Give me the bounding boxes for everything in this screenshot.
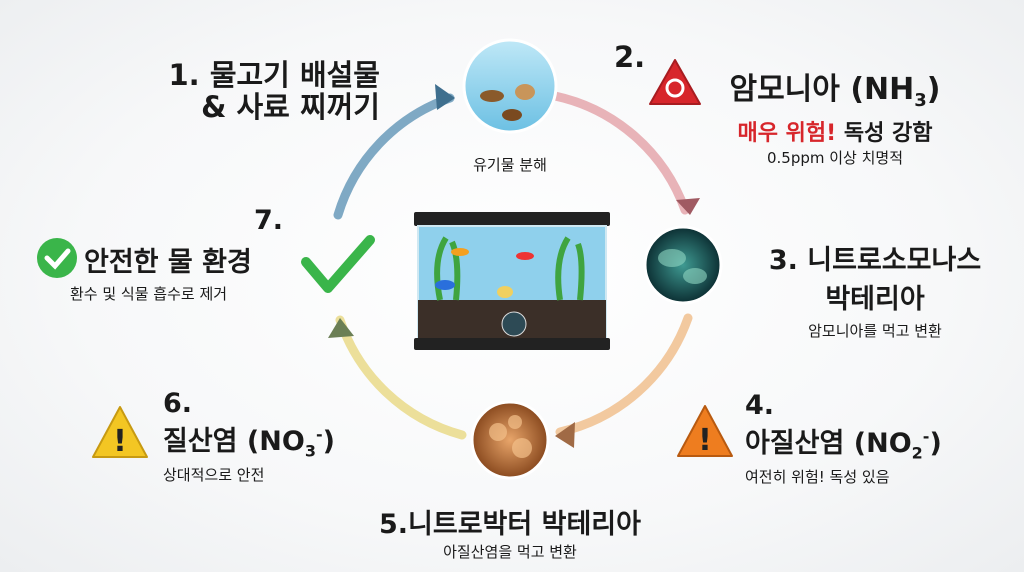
step-1-number: 1.: [168, 58, 200, 92]
nitrobacter-bacteria-image: [470, 400, 550, 480]
step-1-title-2: & 사료 찌꺼기: [201, 89, 380, 124]
step-2-number: 2.: [614, 40, 646, 74]
step-6-end: ): [322, 426, 335, 457]
ring-segment-left-top: [333, 93, 455, 220]
step-4-label: 4. 아질산염 (NO2-) 여전히 위험! 독성 있음: [745, 390, 942, 487]
step-5-label: 5.니트로박터 박테리아 아질산염을 먹고 변환: [350, 502, 670, 562]
step-4-end: ): [929, 428, 942, 459]
step-2-title: 암모니아 (NH: [729, 72, 915, 107]
step-6-note: 상대적으로 안전: [163, 466, 265, 485]
warning-orange-icon: [677, 405, 733, 457]
step-7-label: 안전한 물 환경 환수 및 식물 흡수로 제거: [70, 240, 252, 304]
step-3-label: 3. 니트로소모나스 박테리아 암모니아를 먹고 변환: [760, 238, 990, 341]
step-5-note: 아질산염을 먹고 변환: [443, 543, 577, 561]
step-2-label: 암모니아 (NH3) 매우 위험! 독성 강함 0.5ppm 이상 치명적: [715, 64, 955, 168]
step-6-title: 질산염 (NO: [163, 426, 305, 457]
svg-text:!: !: [113, 424, 127, 459]
step-3-title: 니트로소모나스: [807, 245, 982, 276]
ring-segment-right-bottom: [555, 313, 693, 437]
step-4-sub: 2: [911, 443, 923, 463]
step-2-danger: 매우 위험!: [737, 121, 837, 146]
step-3-title-2: 박테리아: [825, 284, 925, 315]
step-4-note: 여전히 위험! 독성 있음: [745, 468, 890, 487]
step-1-label: 1. 물고기 배설물 & 사료 찌꺼기: [130, 58, 381, 124]
arrow-2: [676, 198, 700, 215]
aquarium-image: [414, 212, 610, 350]
svg-text:!: !: [698, 423, 712, 458]
step-7-number: 7.: [254, 205, 284, 236]
step-1-title: 물고기 배설물: [209, 58, 380, 92]
step-4-sup: -: [922, 427, 930, 446]
ring-segment-top-right: [550, 91, 690, 215]
step-5-number: 5.: [378, 509, 409, 540]
step-5-title: 니트로박터 박테리아: [408, 509, 641, 540]
step-7-note: 환수 및 식물 흡수로 제거: [70, 285, 228, 303]
step-6-number: 6.: [163, 388, 193, 419]
arrow-3: [555, 422, 575, 448]
arrow-4: [328, 318, 354, 338]
check-icon: [37, 238, 77, 278]
step-2-danger-rest: 독성 강함: [836, 121, 933, 146]
nitrosomonas-bacteria-image: [643, 225, 723, 305]
step-2-note: 0.5ppm 이상 치명적: [766, 149, 904, 167]
arrow-1: [435, 84, 455, 110]
biohazard-warning-icon: [649, 59, 701, 105]
step-3-number: 3.: [768, 245, 798, 276]
step-7-title: 안전한 물 환경: [84, 247, 252, 278]
step-6-sup: -: [315, 425, 323, 444]
step-4-number: 4.: [745, 390, 775, 421]
step-4-title: 아질산염 (NO: [745, 428, 912, 459]
organic-decomposition-image: [462, 38, 558, 134]
step-2-sub: 3: [914, 90, 927, 111]
warning-yellow-icon: [92, 406, 148, 458]
top-node-label: 유기물 분해: [473, 156, 547, 174]
step-6-label: 6. 질산염 (NO3-) 상대적으로 안전: [163, 388, 335, 485]
step-2-end: ): [926, 72, 941, 107]
big-check-icon: [301, 235, 375, 293]
ring-segment-bottom-left: [335, 315, 467, 440]
step-6-sub: 3: [304, 441, 316, 461]
step-3-note: 암모니아를 먹고 변환: [808, 322, 942, 340]
